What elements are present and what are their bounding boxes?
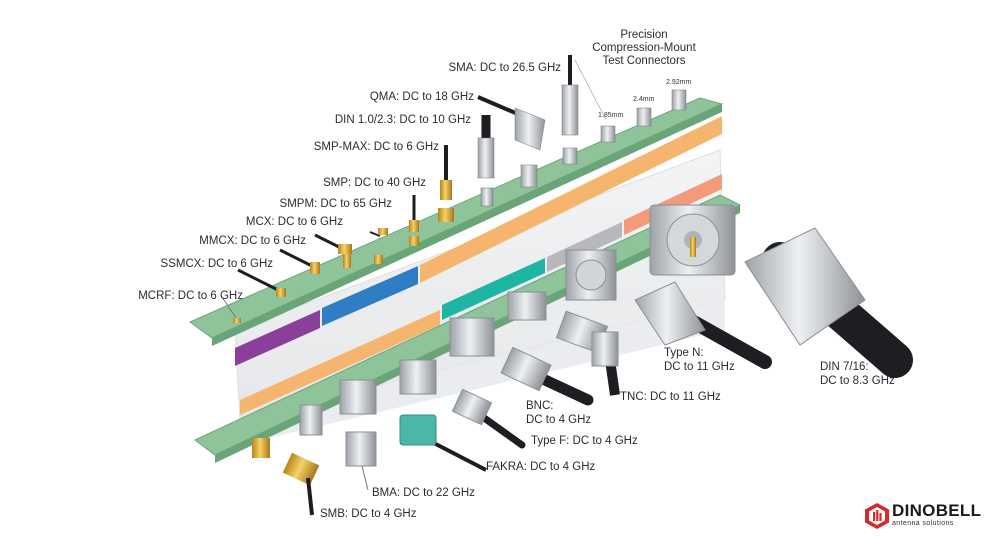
title-line-3: Test Connectors — [602, 55, 686, 67]
label-smp: SMP: DC to 40 GHz — [323, 177, 426, 189]
band-purple — [235, 310, 320, 366]
label-din-1-0-2-3: DIN 1.0/2.3: DC to 10 GHz — [334, 114, 471, 126]
bnc-connector — [449, 317, 594, 406]
smb-connector — [252, 438, 320, 516]
label-type-n-line1: Type N: — [664, 347, 704, 359]
fakra-connector — [339, 379, 487, 472]
top-rail — [189, 97, 724, 366]
top-rail-connectors — [221, 55, 687, 323]
logo-tagline: antenna solutions — [892, 520, 954, 527]
label-sma: SMA: DC to 26.5 GHz — [448, 62, 561, 74]
tnc-connector — [507, 291, 620, 396]
label-smb: SMB: DC to 4 GHz — [320, 508, 417, 520]
label-qma: QMA: DC to 18 GHz — [369, 91, 474, 103]
band-blue — [322, 266, 418, 326]
label-type-f: Type F: DC to 4 GHz — [531, 435, 638, 447]
label-smp-max: SMP-MAX: DC to 6 GHz — [313, 141, 439, 153]
band-teal — [442, 258, 545, 320]
label-ssmcx: SSMCX: DC to 6 GHz — [160, 258, 273, 270]
label-type-n-line2: DC to 11 GHz — [664, 361, 735, 373]
size-label-1-85mm: 1.85mm — [598, 112, 624, 119]
type-n-connector — [565, 249, 772, 369]
label-fakra: FAKRA: DC to 4 GHz — [486, 461, 596, 473]
size-label-2-4mm: 2.4mm — [633, 96, 655, 103]
label-mcx: MCX: DC to 6 GHz — [245, 216, 343, 228]
title-line-1: Precision — [620, 29, 668, 41]
title-line-2: Compression-Mount — [592, 42, 696, 54]
dinobell-logo-icon — [865, 503, 889, 529]
label-din716-line2: DC to 8.3 GHz — [820, 375, 895, 387]
logo-name: DINOBELL — [892, 501, 982, 520]
size-label-2-92mm: 2.92mm — [666, 79, 692, 86]
precision-test-connectors-title: Precision Compression-Mount Test Connect… — [578, 29, 710, 68]
label-din716-line1: DIN 7/16: — [820, 361, 869, 373]
label-mcrf: MCRF: DC to 6 GHz — [138, 290, 243, 302]
band-orange-top — [420, 116, 722, 283]
bma-connector — [299, 404, 377, 491]
label-bnc-line1: BNC: — [526, 400, 554, 412]
label-mmcx: MMCX: DC to 6 GHz — [199, 235, 306, 247]
label-smpm: SMPM: DC to 65 GHz — [279, 198, 392, 210]
label-bnc-line2: DC to 4 GHz — [526, 414, 592, 426]
dinobell-logo: DINOBELL antenna solutions — [864, 500, 981, 534]
large-connectors — [252, 204, 913, 516]
label-tnc: TNC: DC to 11 GHz — [620, 391, 721, 403]
type-f-connector — [399, 359, 526, 449]
din716-connector — [649, 204, 913, 378]
band-orange-bottom — [240, 310, 440, 415]
label-bma: BMA: DC to 22 GHz — [372, 487, 475, 499]
